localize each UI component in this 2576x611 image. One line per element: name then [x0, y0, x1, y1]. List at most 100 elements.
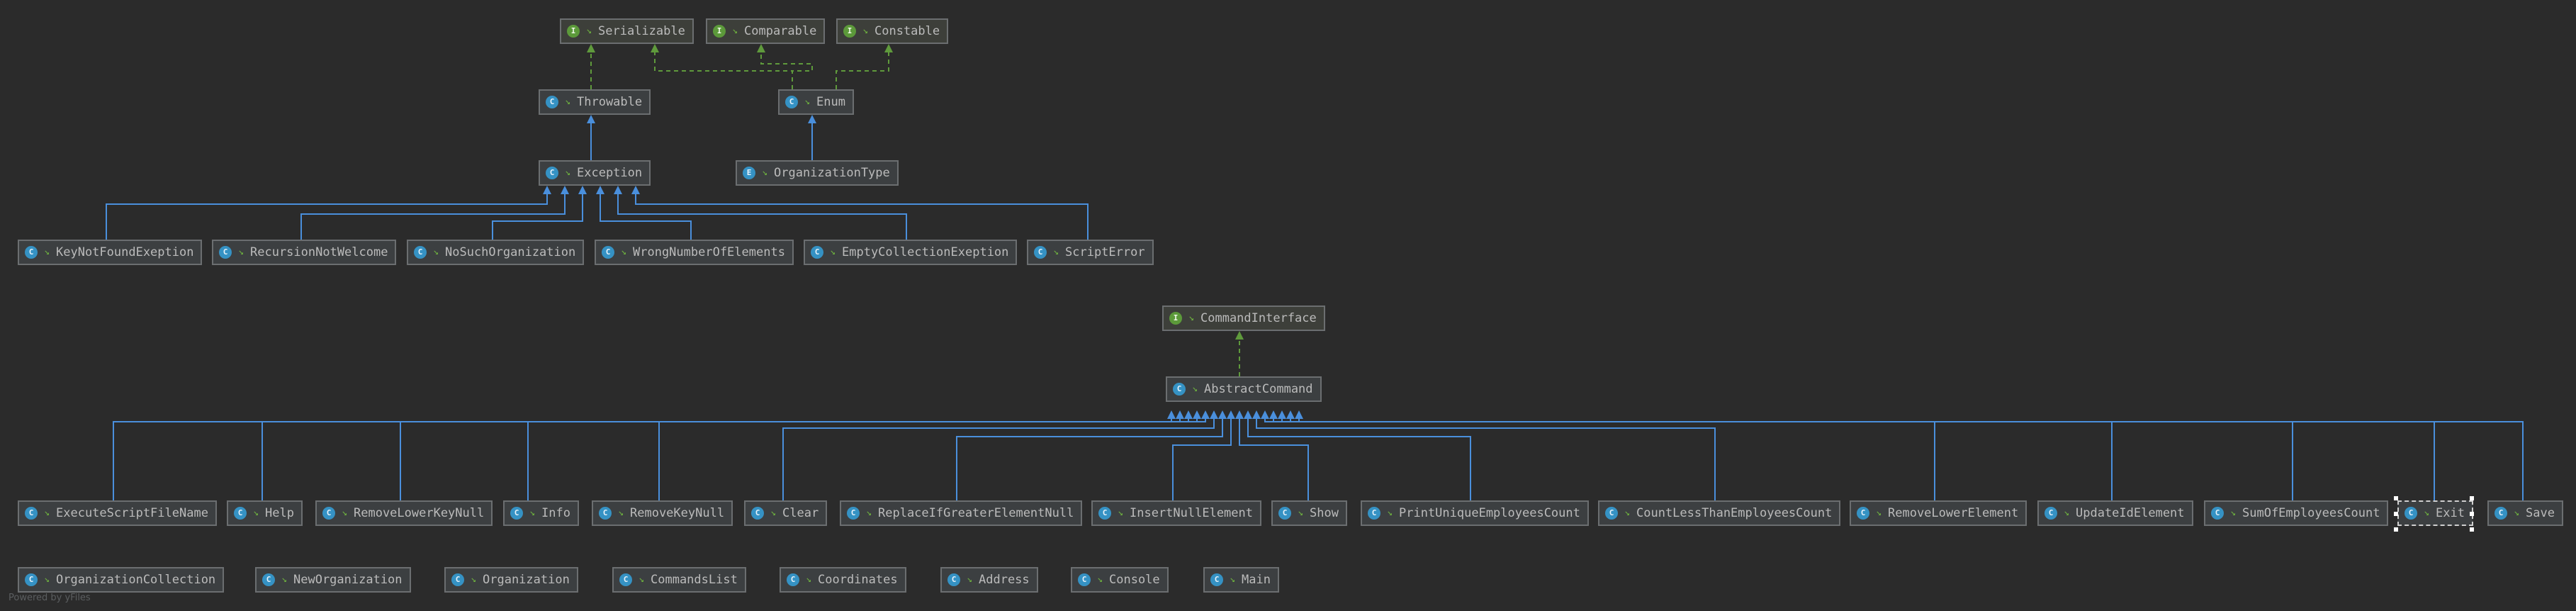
- edge-command-subclass: [400, 419, 1189, 500]
- node-serializable[interactable]: I↘Serializable: [560, 18, 694, 44]
- node-enum[interactable]: C↘Enum: [778, 89, 854, 115]
- public-visibility-icon: ↘: [862, 26, 868, 36]
- node-label: RemoveLowerKeyNull: [354, 506, 485, 520]
- extends-arrowhead: [1210, 410, 1218, 419]
- node-insert-null-element[interactable]: C↘InsertNullElement: [1091, 500, 1261, 526]
- selection-handle[interactable]: [2394, 527, 2398, 532]
- node-wrong-number-of-elements[interactable]: C↘WrongNumberOfElements: [595, 240, 794, 265]
- public-visibility-icon: ↘: [471, 574, 476, 585]
- public-visibility-icon: ↘: [565, 167, 570, 178]
- public-visibility-icon: ↘: [281, 574, 287, 585]
- node-count-less-than-employees-count[interactable]: C↘CountLessThanEmployeesCount: [1598, 500, 1841, 526]
- selection-handle[interactable]: [2394, 496, 2398, 500]
- extends-arrowhead: [1278, 410, 1286, 419]
- node-label: ExecuteScriptFileName: [56, 506, 208, 520]
- node-label: OrganizationCollection: [56, 573, 216, 587]
- node-command-interface[interactable]: I↘CommandInterface: [1162, 306, 1325, 331]
- public-visibility-icon: ↘: [433, 247, 439, 257]
- edge-exception-subclass: [635, 194, 1089, 240]
- node-label: CommandsList: [651, 573, 738, 587]
- public-visibility-icon: ↘: [586, 26, 592, 36]
- node-print-unique-employees-count[interactable]: C↘PrintUniqueEmployeesCount: [1361, 500, 1589, 526]
- public-visibility-icon: ↘: [1876, 508, 1882, 518]
- node-label: RemoveKeyNull: [630, 506, 725, 520]
- node-label: Show: [1310, 506, 1339, 520]
- node-label: RemoveLowerElement: [1888, 506, 2019, 520]
- node-exit[interactable]: C↘Exit: [2397, 500, 2473, 526]
- selection-handle[interactable]: [2470, 512, 2474, 516]
- public-visibility-icon: ↘: [1053, 247, 1059, 257]
- node-label: Comparable: [744, 24, 817, 38]
- public-visibility-icon: ↘: [1192, 383, 1198, 394]
- node-sum-of-employees-count[interactable]: C↘SumOfEmployeesCount: [2204, 500, 2389, 526]
- public-visibility-icon: ↘: [618, 508, 624, 518]
- node-throwable[interactable]: C↘Throwable: [539, 89, 651, 115]
- node-exception[interactable]: C↘Exception: [539, 160, 651, 186]
- node-commands-list[interactable]: C↘CommandsList: [612, 567, 746, 593]
- node-no-such-organization[interactable]: C↘NoSuchOrganization: [407, 240, 585, 265]
- extends-arrowhead: [1235, 410, 1244, 419]
- public-visibility-icon: ↘: [1298, 508, 1303, 518]
- node-new-organization[interactable]: C↘NewOrganization: [255, 567, 411, 593]
- class-icon: C: [219, 246, 232, 259]
- node-clear[interactable]: C↘Clear: [744, 500, 828, 526]
- public-visibility-icon: ↘: [1097, 574, 1103, 585]
- node-coordinates[interactable]: C↘Coordinates: [780, 567, 906, 593]
- node-label: Throwable: [577, 95, 643, 109]
- extends-arrowhead: [543, 186, 551, 194]
- node-update-id-element[interactable]: C↘UpdateIdElement: [2037, 500, 2193, 526]
- edge-command-subclass: [113, 419, 1172, 500]
- node-comparable[interactable]: I↘Comparable: [706, 18, 826, 44]
- node-constable[interactable]: I↘Constable: [836, 18, 949, 44]
- node-abstract-command[interactable]: C↘AbstractCommand: [1166, 376, 1322, 402]
- node-script-error[interactable]: C↘ScriptError: [1027, 240, 1154, 265]
- node-main[interactable]: C↘Main: [1203, 567, 1279, 593]
- public-visibility-icon: ↘: [253, 508, 259, 518]
- edge-command-subclass: [1281, 419, 2293, 500]
- node-label: Exit: [2436, 506, 2465, 520]
- node-empty-collection-exeption[interactable]: C↘EmptyCollectionExeption: [804, 240, 1018, 265]
- class-icon: C: [599, 507, 612, 520]
- edge-command-subclass: [1264, 419, 1935, 500]
- node-recursion-not-welcome[interactable]: C↘RecursionNotWelcome: [212, 240, 397, 265]
- node-label: KeyNotFoundExeption: [56, 245, 194, 259]
- node-replace-if-greater-element-null[interactable]: C↘ReplaceIfGreaterElementNull: [840, 500, 1083, 526]
- edge-enum-constable: [836, 52, 889, 89]
- interface-icon: I: [843, 25, 856, 38]
- class-icon: C: [2211, 507, 2224, 520]
- node-save[interactable]: C↘Save: [2487, 500, 2563, 526]
- public-visibility-icon: ↘: [770, 508, 776, 518]
- node-label: CommandInterface: [1200, 311, 1317, 325]
- class-icon: C: [787, 573, 799, 586]
- node-organization-type[interactable]: E↘OrganizationType: [736, 160, 899, 186]
- class-icon: C: [546, 96, 558, 108]
- node-console[interactable]: C↘Console: [1071, 567, 1169, 593]
- class-icon: C: [1368, 507, 1380, 520]
- extends-arrowhead: [1176, 410, 1184, 419]
- node-show[interactable]: C↘Show: [1271, 500, 1347, 526]
- node-info[interactable]: C↘Info: [503, 500, 579, 526]
- node-execute-script-file-name[interactable]: C↘ExecuteScriptFileName: [18, 500, 217, 526]
- class-icon: C: [1034, 246, 1047, 259]
- node-organization-collection[interactable]: C↘OrganizationCollection: [18, 567, 225, 593]
- node-help[interactable]: C↘Help: [227, 500, 303, 526]
- node-remove-lower-key-null[interactable]: C↘RemoveLowerKeyNull: [315, 500, 493, 526]
- edge-command-subclass: [1239, 419, 1309, 500]
- selection-handle[interactable]: [2394, 512, 2398, 516]
- selection-handle[interactable]: [2470, 496, 2474, 500]
- extends-arrowhead: [1193, 410, 1201, 419]
- extends-arrowhead: [1269, 410, 1278, 419]
- node-label: ReplaceIfGreaterElementNull: [878, 506, 1074, 520]
- node-remove-key-null[interactable]: C ↘ RemoveKeyNull: [592, 500, 733, 526]
- node-organization[interactable]: C↘Organization: [444, 567, 578, 593]
- extends-arrowhead: [631, 186, 640, 194]
- extends-arrowhead: [1286, 410, 1295, 419]
- extends-arrowhead: [578, 186, 587, 194]
- extends-arrowhead: [1218, 410, 1227, 419]
- node-remove-lower-element[interactable]: C↘RemoveLowerElement: [1850, 500, 2027, 526]
- node-address[interactable]: C↘Address: [940, 567, 1038, 593]
- selection-handle[interactable]: [2470, 527, 2474, 532]
- node-key-not-found-exeption[interactable]: C↘KeyNotFoundExeption: [18, 240, 203, 265]
- class-icon: C: [811, 246, 823, 259]
